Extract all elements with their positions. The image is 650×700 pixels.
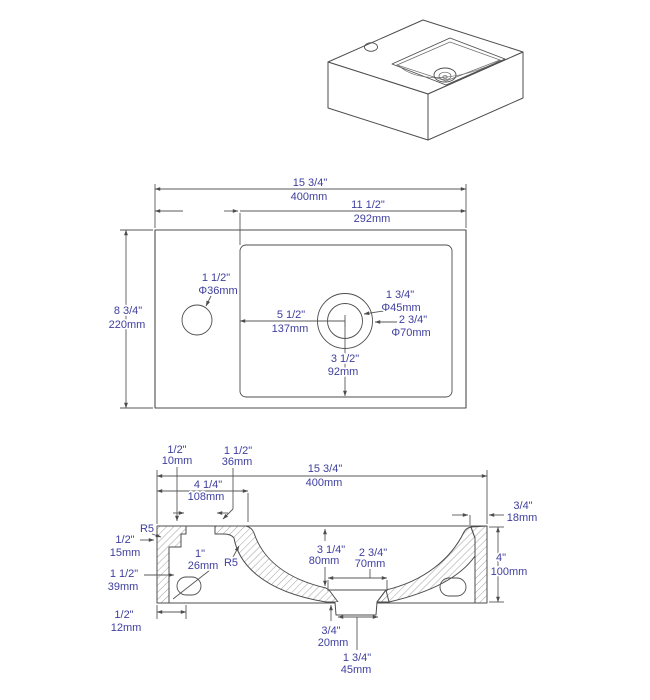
plan-dimension-lines xyxy=(120,184,467,409)
section-faucet-hole-mm: 36mm xyxy=(222,456,253,468)
plan-faucet-hole-in: 1 1/2" xyxy=(202,272,230,284)
plan-drain-inner-in: 1 3/4" xyxy=(386,289,414,301)
section-mount-slot-in: 1" xyxy=(195,548,205,560)
section-deck-and-bowl-left xyxy=(214,525,339,603)
section-bowl-right xyxy=(376,526,476,603)
plan-overall-depth-in: 8 3/4" xyxy=(114,305,142,317)
section-basin-start-in: 4 1/4" xyxy=(194,479,222,491)
section-rim-width-in: 3/4" xyxy=(513,500,532,512)
plan-drain-offset-in: 5 1/2" xyxy=(277,309,305,321)
iso-bowl-curve xyxy=(398,59,502,78)
section-mount-slot-right xyxy=(439,577,467,597)
section-basin-start-mm: 108mm xyxy=(188,491,225,503)
plan-drain-outer-mm: Φ70mm xyxy=(391,327,430,339)
section-deck-thickness-in: 1/2" xyxy=(167,444,186,456)
plan-drain-offset-mm: 137mm xyxy=(272,323,309,335)
section-radius-top: R5 xyxy=(140,523,154,535)
section-overall-width-in: 15 3/4" xyxy=(308,463,343,475)
section-bowl-depth-mm: 80mm xyxy=(309,555,340,567)
section-bottom-lip-mm: 12mm xyxy=(111,622,142,634)
plan-faucet-hole xyxy=(181,304,213,336)
plan-outer-rect xyxy=(154,229,467,409)
section-drain-outlet-mm: 45mm xyxy=(341,664,372,676)
iso-basin-rim-inner xyxy=(396,41,501,82)
plan-faucet-hole-mm: Φ36mm xyxy=(198,285,237,297)
section-drain-seat-mm: 70mm xyxy=(355,558,386,570)
section-slot-depth-mm: 39mm xyxy=(108,581,139,593)
iso-faucet-hole xyxy=(364,42,378,52)
plan-drain-inner-mm: Φ45mm xyxy=(381,302,420,314)
section-bowl-depth-in: 3 1/4" xyxy=(317,544,345,556)
iso-basin-rim xyxy=(391,37,506,86)
plan-basin-width-in: 11 1/2" xyxy=(351,199,385,211)
section-radius-bowl: R5 xyxy=(224,557,238,569)
section-overall-height-in: 4" xyxy=(496,552,506,564)
plan-drain-to-front-in: 3 1/2" xyxy=(331,353,359,365)
section-mount-slot-mm: 26mm xyxy=(188,560,219,572)
plan-drain-to-front-mm: 92mm xyxy=(328,366,359,378)
section-overall-height-mm: 100mm xyxy=(491,566,528,578)
plan-basin-width-mm: 292mm xyxy=(354,213,391,225)
iso-right-face xyxy=(427,51,524,141)
plan-view: 15 3/4" 400mm 11 1/2" 292mm 8 3/4" 220mm… xyxy=(107,175,467,409)
isometric-view xyxy=(327,19,524,141)
section-wall-thickness-in: 1/2" xyxy=(115,534,134,546)
section-drain-gap-in: 3/4" xyxy=(321,625,340,637)
section-left-wall xyxy=(156,525,187,604)
plan-overall-width-mm: 400mm xyxy=(291,191,328,203)
section-rim-width-mm: 18mm xyxy=(507,512,538,524)
section-drain-seat-in: 2 3/4" xyxy=(359,547,387,559)
section-slot-depth-in: 1 1/2" xyxy=(110,568,138,580)
plan-overall-depth-mm: 220mm xyxy=(109,319,146,331)
iso-drain-hole-inner xyxy=(438,71,452,81)
section-drain-outlet xyxy=(334,601,378,616)
section-mount-slot-left xyxy=(176,576,202,596)
section-drain-wedge-right xyxy=(376,589,390,603)
section-wall-thickness-mm: 15mm xyxy=(110,547,141,559)
iso-drain-hole xyxy=(433,67,457,83)
plan-drain-outer-in: 2 3/4" xyxy=(399,314,427,326)
section-dimension-lines xyxy=(140,467,504,650)
section-deck-thickness-mm: 10mm xyxy=(162,455,193,467)
section-view: 1/2" 10mm 1 1/2" 36mm 15 3/4" 400mm 4 1/… xyxy=(106,442,539,678)
section-drain-outlet-in: 1 3/4" xyxy=(343,652,371,664)
section-faucet-hole-in: 1 1/2" xyxy=(224,445,252,457)
iso-drain-dot xyxy=(442,75,448,79)
plan-overall-width-in: 15 3/4" xyxy=(293,177,328,189)
section-drain-gap-mm: 20mm xyxy=(318,637,349,649)
section-bottom-lip-in: 1/2" xyxy=(114,609,133,621)
section-overall-width-mm: 400mm xyxy=(306,477,343,489)
